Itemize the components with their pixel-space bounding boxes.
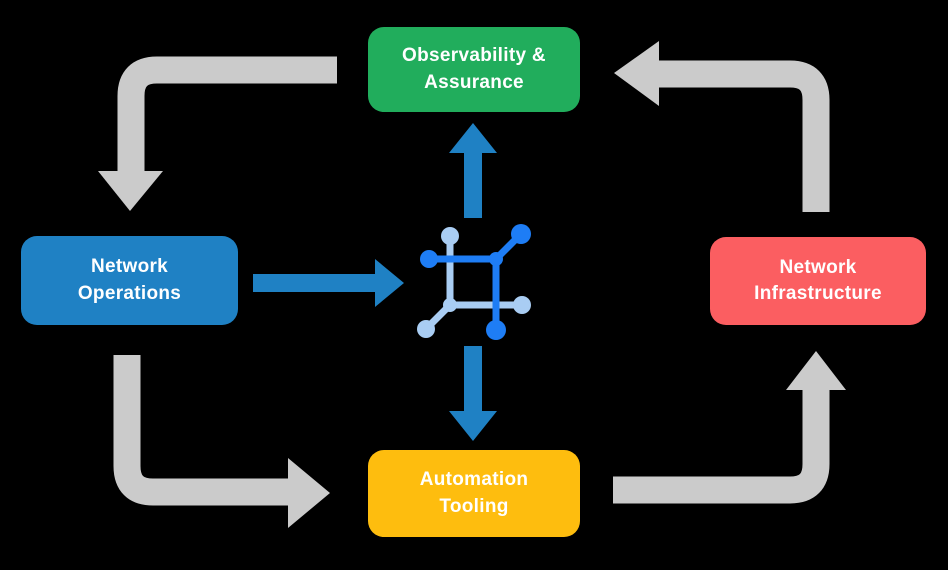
arrow-shaft (613, 388, 830, 504)
icon-node (489, 252, 503, 266)
node-label-line: Operations (77, 282, 182, 304)
icon-node (513, 296, 531, 314)
arrow-icon-to-observability (449, 123, 497, 218)
node-network-operations: Network Operations (21, 236, 238, 325)
node-label-line: Tooling (439, 495, 509, 517)
arrow-operations-to-automation (113, 355, 330, 528)
node-observability-assurance: Observability & Assurance (368, 27, 580, 112)
arrow-head-right-icon (288, 458, 330, 528)
icon-node (417, 320, 435, 338)
node-label-line: Observability & (402, 45, 546, 67)
arrow-observability-to-operations (98, 56, 337, 211)
node-automation-tooling: Automation Tooling (368, 450, 580, 537)
arrow-shaft (657, 60, 830, 212)
arrow-shaft (113, 355, 290, 506)
icon-node (511, 224, 531, 244)
arrow-infrastructure-to-observability (614, 41, 830, 212)
network-mesh-icon (417, 224, 531, 340)
node-network-infrastructure: Network Infrastructure (710, 237, 926, 325)
arrow-shaft (117, 56, 337, 174)
icon-node (486, 320, 506, 340)
node-label-line: Network (779, 256, 857, 278)
node-label-line: Network (90, 256, 169, 278)
arrow-head-up-icon (786, 351, 846, 390)
node-label-line: Assurance (424, 71, 524, 93)
icon-node (443, 298, 457, 312)
node-label-line: Infrastructure (754, 283, 882, 304)
arrow-head-left-icon (614, 41, 659, 106)
arrow-operations-to-icon (253, 259, 404, 307)
arrow-head-down-icon (98, 171, 163, 211)
icon-node (420, 250, 438, 268)
node-label-line: Automation (419, 469, 529, 491)
arrow-automation-to-infrastructure (613, 351, 846, 504)
arrow-icon-to-automation (449, 346, 497, 441)
icon-node (441, 227, 459, 245)
